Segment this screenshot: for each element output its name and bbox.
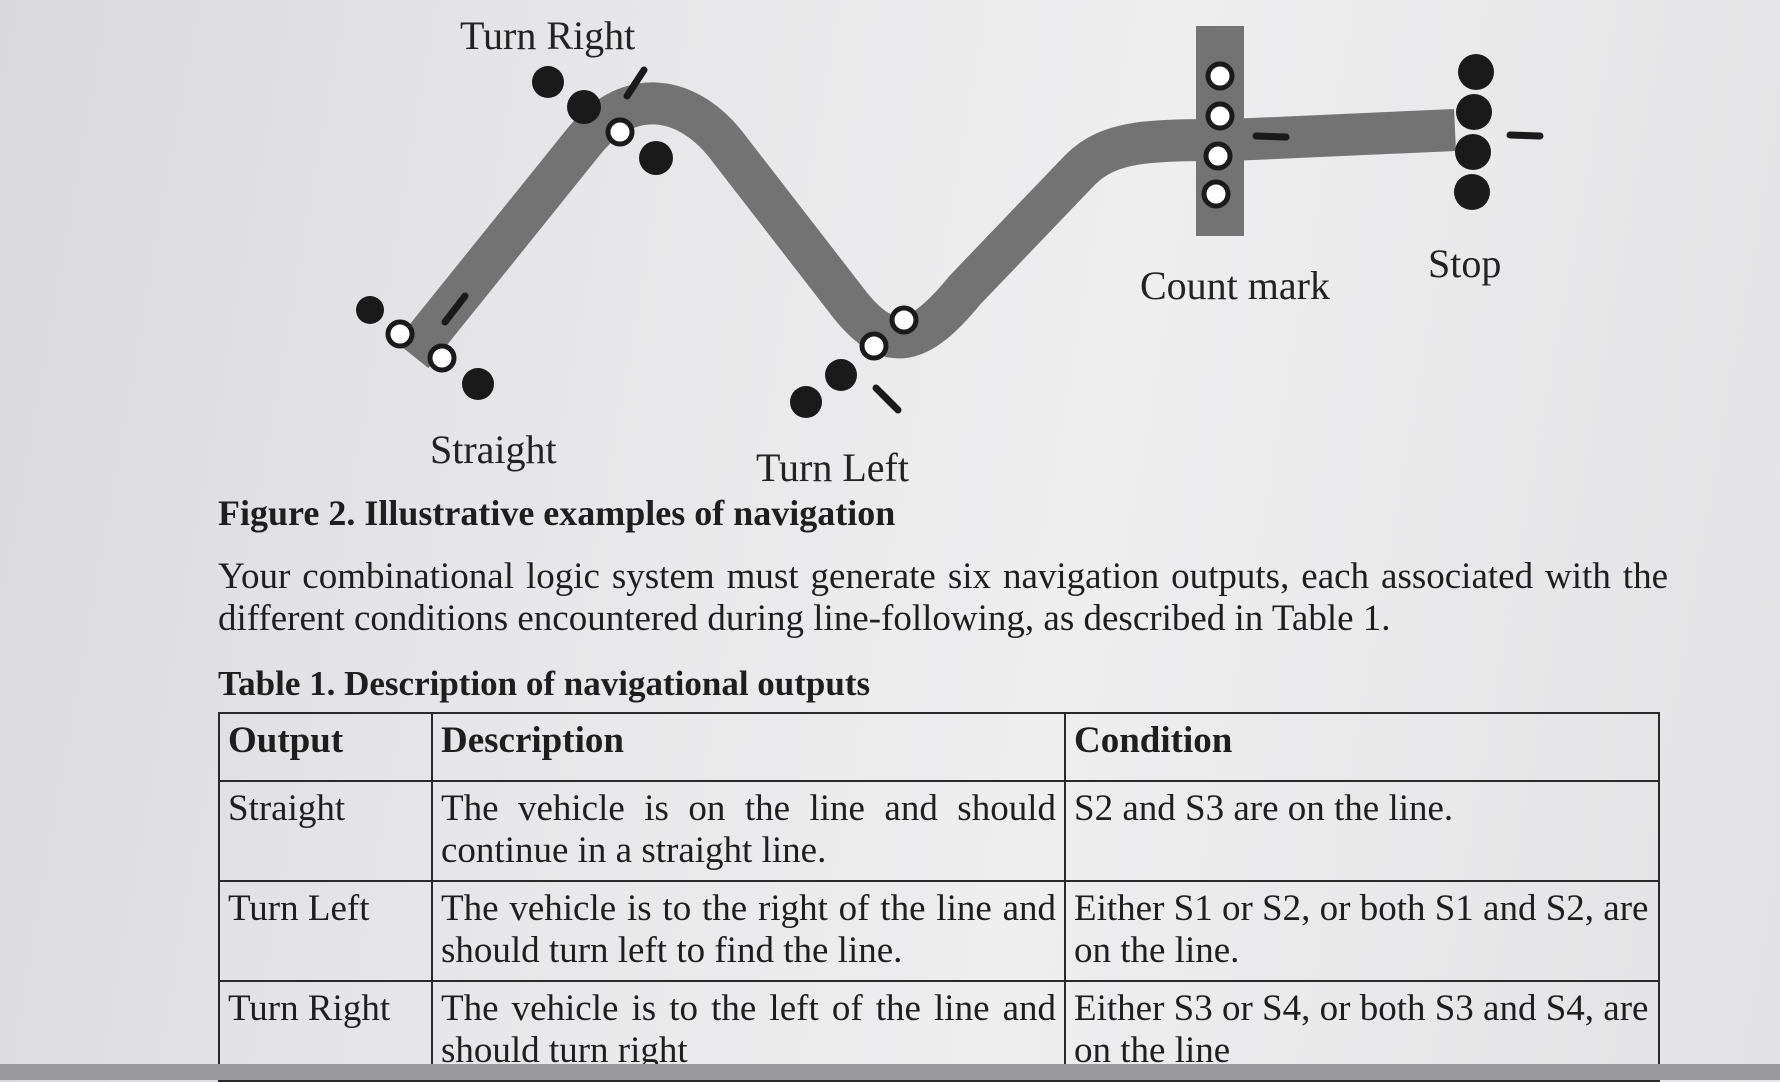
label-straight: Straight	[430, 427, 557, 472]
sensor-off	[427, 343, 457, 373]
sensor-on	[462, 368, 494, 400]
table-header-row: Output Description Condition	[218, 712, 1660, 782]
sensor-off	[1205, 101, 1235, 131]
track-line	[395, 82, 1456, 369]
table-title: Table 1. Description of navigational out…	[218, 664, 871, 703]
turn-right-sensor-array	[532, 66, 673, 175]
cell-condition: S2 and S3 are on the line.	[1064, 780, 1660, 882]
stop-sensor-array	[1454, 54, 1544, 210]
sensor-off	[859, 331, 889, 361]
page-bottom-edge	[0, 1064, 1780, 1080]
direction-arrow	[872, 384, 902, 414]
label-turn-left: Turn Left	[756, 445, 909, 490]
header-description: Description	[431, 712, 1066, 782]
navigation-outputs-table: Output Description Condition Straight Th…	[218, 712, 1660, 1082]
table-row: Straight The vehicle is on the line and …	[218, 780, 1660, 882]
sensor-off	[605, 117, 635, 147]
turn-left-sensor-array	[790, 305, 919, 418]
figure-caption: Figure 2. Illustrative examples of navig…	[218, 493, 896, 533]
sensor-on	[1456, 94, 1492, 130]
direction-arrow	[1506, 131, 1544, 140]
direction-arrow	[623, 66, 648, 100]
direction-arrow	[1252, 132, 1290, 141]
sensor-on	[567, 90, 601, 124]
sensor-off	[385, 319, 415, 349]
cell-description: The vehicle is on the line and should co…	[431, 780, 1066, 882]
sensor-on	[532, 66, 564, 98]
count-mark-sensor-array	[1201, 61, 1290, 209]
straight-sensor-array	[356, 292, 494, 400]
table-row: Turn Left The vehicle is to the right of…	[218, 880, 1660, 982]
label-count-mark: Count mark	[1140, 263, 1330, 308]
sensor-off	[1203, 141, 1233, 171]
sensor-off	[1205, 61, 1235, 91]
direction-arrow	[441, 292, 469, 326]
cell-output: Turn Left	[218, 880, 433, 982]
body-paragraph: Your combinational logic system must gen…	[218, 556, 1668, 639]
label-stop: Stop	[1428, 241, 1502, 286]
header-output: Output	[218, 712, 433, 782]
sensor-on	[1458, 54, 1494, 90]
cell-condition: Either S1 or S2, or both S1 and S2, are …	[1064, 880, 1660, 982]
label-turn-right: Turn Right	[460, 13, 636, 58]
sensor-off	[889, 305, 919, 335]
cell-output: Straight	[218, 780, 433, 882]
sensor-on	[1454, 174, 1490, 210]
header-condition: Condition	[1064, 712, 1660, 782]
sensor-off	[1201, 179, 1231, 209]
cell-description: The vehicle is to the right of the line …	[431, 880, 1066, 982]
sensor-on	[825, 359, 857, 391]
sensor-on	[356, 296, 384, 324]
sensor-on	[639, 141, 673, 175]
sensor-on	[790, 386, 822, 418]
sensor-on	[1455, 134, 1491, 170]
navigation-figure	[356, 26, 1544, 418]
